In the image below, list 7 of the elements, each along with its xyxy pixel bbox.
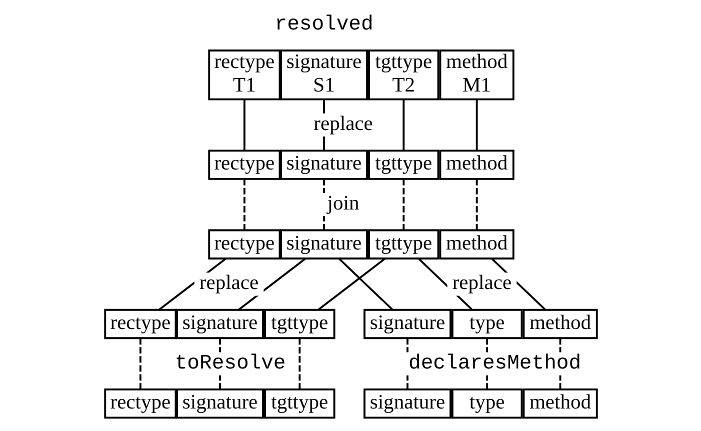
label: replace (452, 272, 512, 294)
label: replace (198, 272, 258, 294)
label: resolved (274, 14, 373, 37)
label: declaresMethod (408, 352, 581, 376)
label: toResolve (174, 352, 286, 376)
label: replace (313, 112, 372, 135)
label: join (326, 192, 359, 214)
